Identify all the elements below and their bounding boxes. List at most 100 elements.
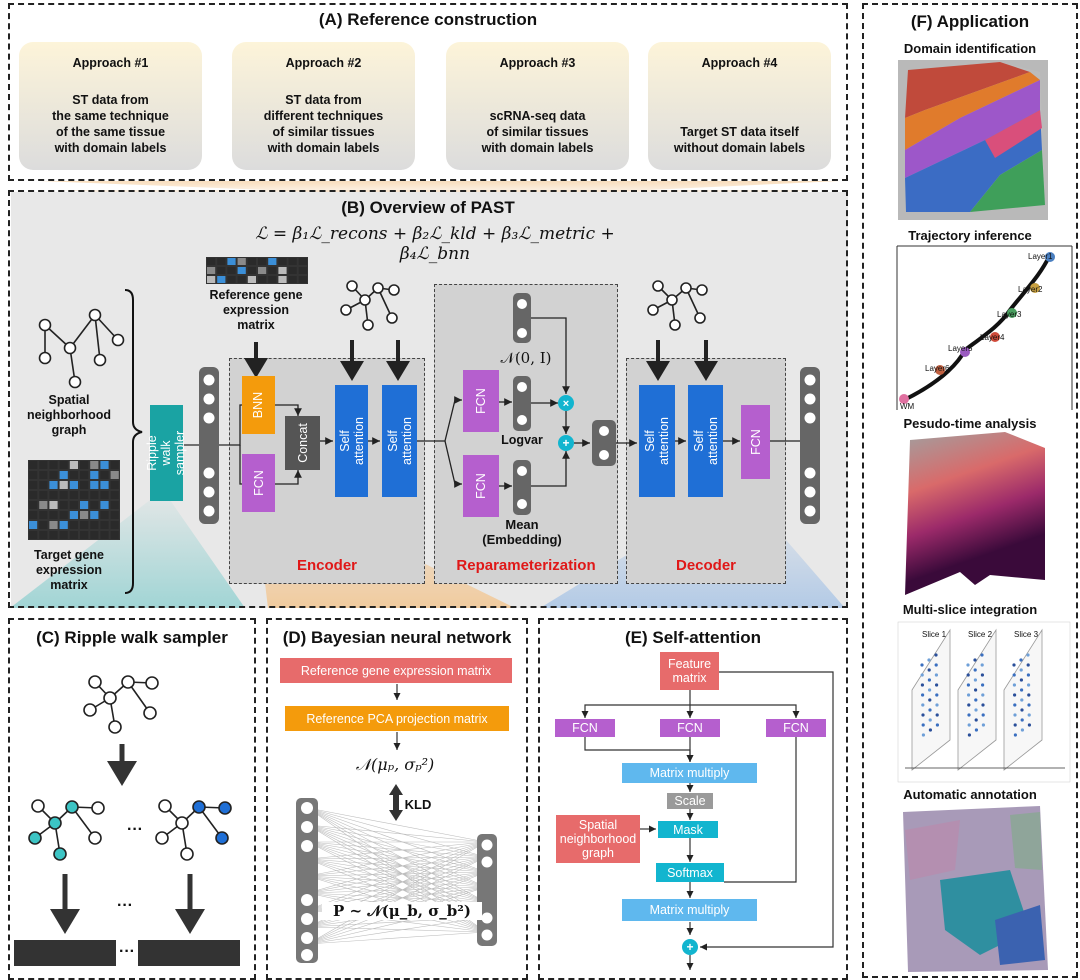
slice-spot bbox=[967, 703, 971, 707]
app-title-domain: Domain identification bbox=[903, 41, 1037, 56]
slice-spot bbox=[935, 693, 939, 697]
mean-vector bbox=[513, 460, 531, 515]
matrix-cell bbox=[110, 501, 119, 509]
graph-icon bbox=[340, 280, 400, 331]
network-edge bbox=[307, 875, 487, 903]
layer-label: Layer4 bbox=[980, 333, 1005, 342]
network-edge bbox=[307, 858, 487, 903]
neuron bbox=[301, 840, 313, 852]
fcn-box-key: FCN bbox=[660, 719, 720, 737]
slice-spot bbox=[934, 653, 938, 657]
network-edge bbox=[307, 858, 487, 873]
slice-spot bbox=[967, 733, 972, 737]
matrix-cell bbox=[39, 481, 48, 489]
approach-card-1: Approach #1 ST data from the same techni… bbox=[19, 42, 202, 170]
network-edge bbox=[307, 886, 487, 894]
layer-label: WM bbox=[900, 402, 915, 411]
matrix-cell bbox=[39, 511, 48, 519]
matrix-cell bbox=[278, 267, 287, 274]
app-title-pseudotime: Pesudo-time analysis bbox=[903, 416, 1037, 431]
matrix-cell bbox=[39, 471, 48, 479]
network-edge bbox=[307, 856, 487, 877]
matrix-cell bbox=[80, 461, 89, 469]
slice-spot bbox=[927, 668, 931, 672]
latent-vector bbox=[592, 420, 616, 466]
network-edge bbox=[307, 807, 487, 918]
matrix-cell bbox=[49, 471, 58, 479]
prior-distribution: 𝒩(μₚ, σₚ²) bbox=[355, 755, 435, 774]
approach-line: with domain labels bbox=[481, 141, 594, 155]
matrix-cell bbox=[39, 501, 48, 509]
network-edge bbox=[307, 856, 487, 911]
matrix-cell bbox=[49, 461, 58, 469]
slice-spot bbox=[1026, 673, 1030, 677]
sampled-graph-icon bbox=[28, 799, 105, 861]
add-node-icon bbox=[558, 435, 574, 451]
spatial-graph-label: Spatial neighborhood graph bbox=[14, 393, 124, 438]
slice-spot bbox=[1027, 703, 1031, 707]
matrix-cell bbox=[100, 521, 109, 529]
slice-spot bbox=[981, 703, 985, 707]
slice-spot bbox=[966, 673, 970, 677]
matrix-cell bbox=[237, 258, 246, 265]
slice-label: Slice 3 bbox=[1014, 630, 1039, 639]
scale-box: Scale bbox=[667, 793, 713, 809]
softmax-box: Softmax bbox=[656, 863, 724, 882]
layer-label: Layer1 bbox=[1028, 252, 1053, 261]
matrix-cell bbox=[110, 471, 119, 479]
approach-card-4: Approach #4 Target ST data itself withou… bbox=[648, 42, 831, 170]
panel-e: (E) Self-attention bbox=[538, 618, 848, 980]
slice-spot bbox=[928, 718, 932, 722]
panel-a: (A) Reference construction bbox=[8, 3, 848, 181]
slice-spot bbox=[1020, 718, 1024, 722]
matrix-cell bbox=[69, 461, 78, 469]
decoder-self-attention-2: Self attention bbox=[688, 385, 723, 497]
neuron bbox=[301, 894, 313, 906]
network-edge bbox=[307, 807, 487, 873]
slice-spot bbox=[981, 693, 985, 697]
slice-spot bbox=[935, 723, 940, 727]
slice-spot bbox=[920, 673, 924, 677]
matrix-cell bbox=[80, 501, 89, 509]
concat-box: Concat bbox=[285, 416, 320, 470]
slice-spot bbox=[980, 663, 984, 667]
svg-text:×: × bbox=[563, 398, 569, 410]
decoder-self-attention-1: Self attention bbox=[639, 385, 675, 497]
matrix-cell bbox=[298, 267, 307, 274]
approach-line: ST data from bbox=[285, 93, 362, 107]
encoder-fcn-box: FCN bbox=[242, 454, 275, 512]
network-edge bbox=[307, 824, 487, 903]
slice-spot bbox=[1026, 663, 1030, 667]
slice-spot bbox=[1020, 698, 1024, 702]
neuron bbox=[301, 913, 313, 925]
matrix-cell bbox=[59, 531, 68, 539]
matrix-cell bbox=[237, 276, 246, 283]
slice-spot bbox=[967, 693, 971, 697]
label-line: Target gene bbox=[34, 548, 104, 562]
slice-spot bbox=[927, 658, 931, 662]
slice-spot bbox=[980, 653, 984, 657]
label-line: Mean bbox=[505, 517, 539, 532]
panel-f-title: (F) Application bbox=[910, 12, 1030, 31]
label-line: expression bbox=[222, 303, 289, 317]
mask-box: Mask bbox=[658, 821, 718, 838]
slice-spot bbox=[935, 703, 939, 707]
mean-fcn-box: FCN bbox=[463, 455, 499, 517]
network-edge bbox=[307, 807, 487, 903]
panel-c-title: (C) Ripple walk sampler bbox=[36, 628, 228, 647]
neuron bbox=[301, 821, 313, 833]
matrix-cell bbox=[49, 491, 58, 499]
slice-spot bbox=[1013, 703, 1017, 707]
panel-e-title: (E) Self-attention bbox=[625, 628, 761, 647]
neuron bbox=[301, 949, 313, 961]
matrix-cell bbox=[90, 481, 99, 489]
matrix-cell bbox=[207, 258, 216, 265]
matrix-cell bbox=[288, 267, 297, 274]
network-edge bbox=[307, 892, 487, 903]
matrix-cell bbox=[29, 471, 38, 479]
matrix-cell bbox=[217, 276, 226, 283]
network-edge bbox=[307, 841, 487, 877]
neuron bbox=[481, 839, 493, 851]
